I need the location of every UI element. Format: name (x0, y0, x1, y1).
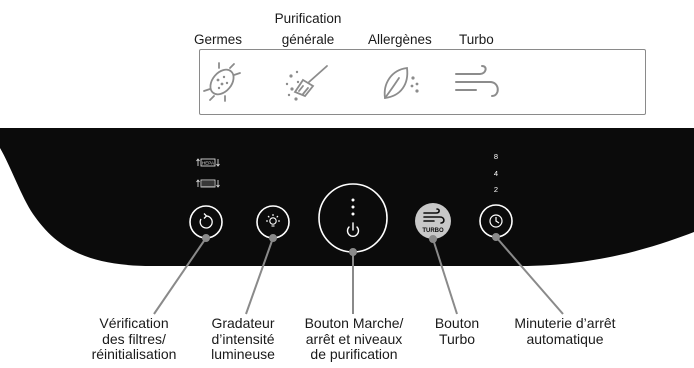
leaf-allergen-icon (383, 66, 419, 100)
timer-indicator-4: 4 (494, 169, 498, 178)
callout-dimmer-line3: lumineuse (211, 346, 275, 362)
turbo-button[interactable]: TURBO (415, 203, 451, 239)
callout-timer-line2: automatique (526, 330, 604, 347)
mode-label-general-purification-line2: générale (281, 32, 335, 47)
timer-indicator-2: 2 (494, 185, 498, 194)
callout-power: Bouton Marche/ arrêt et niveaux de purif… (298, 315, 410, 363)
reset-icon (199, 215, 213, 229)
callout-filter-check-line1: Vérification (99, 315, 169, 331)
purification-level-dots (351, 198, 355, 216)
mode-label-allergens: Allergènes (368, 32, 432, 47)
callout-dimmer-line1: Gradateur (211, 315, 275, 331)
mode-indicator-box (199, 49, 646, 115)
callout-dimmer-line2: d’intensité (211, 330, 275, 347)
callout-filter-check-line3: réinitialisation (91, 346, 177, 362)
callout-filter-check: Vérification des filtres/ réinitialisati… (86, 315, 182, 363)
callout-turbo: Bouton Turbo (426, 315, 488, 347)
clock-icon (489, 214, 503, 228)
callout-power-line1: Bouton Marche/ (304, 315, 404, 331)
timer-indicator-8: 8 (494, 152, 498, 161)
callout-timer-line1: Minuterie d’arrêt (514, 315, 616, 331)
callout-turbo-line2: Turbo (438, 330, 476, 347)
turbo-wind-icon (423, 208, 445, 224)
callout-dimmer: Gradateur d’intensité lumineuse (196, 315, 290, 363)
callout-timer: Minuterie d’arrêt automatique (508, 315, 622, 347)
callout-power-line2: arrêt et niveaux (305, 330, 403, 347)
control-panel (0, 128, 694, 266)
callout-power-line3: de purification (310, 346, 398, 362)
wind-turbo-icon (455, 65, 499, 97)
mode-label-germs: Germes (194, 32, 243, 47)
filter-status-indicator (196, 158, 220, 188)
broom-purification-icon (285, 65, 328, 101)
mode-label-general-purification-line1: Purification (274, 11, 342, 26)
power-icon (346, 222, 360, 237)
callout-turbo-line1: Bouton (434, 315, 480, 331)
callout-filter-check-line2: des filtres/ (102, 330, 166, 347)
turbo-button-label: TURBO (422, 228, 444, 234)
germ-icon (203, 62, 241, 102)
mode-label-general-purification: Purification générale (266, 11, 350, 47)
hepa-filter-label: HEPA (202, 161, 214, 166)
callout-lines (153, 233, 564, 315)
mode-label-turbo: Turbo (459, 32, 494, 47)
light-bulb-icon (266, 214, 280, 227)
